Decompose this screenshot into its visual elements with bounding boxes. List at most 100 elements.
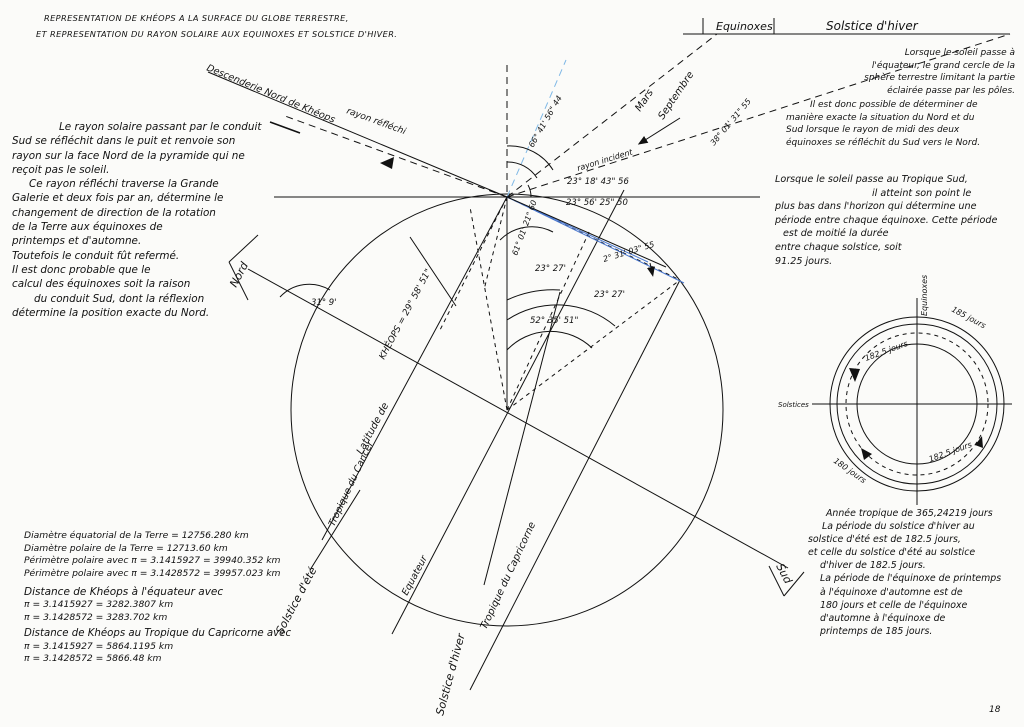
bottom-right-line: 180 jours et celle de l'équinoxe bbox=[820, 599, 968, 611]
angle-a4: 38° 01' 31" 55 bbox=[709, 97, 753, 147]
small-180-label: 180 jours bbox=[832, 456, 868, 485]
right-line: l'équateur, le grand cercle de la bbox=[871, 60, 1015, 71]
left-line: printemps et d'automne. bbox=[12, 235, 142, 248]
bottom-right-line: solstice d'été est de 182.5 jours, bbox=[808, 534, 961, 546]
tropic-capricorn-line bbox=[469, 279, 681, 691]
rayon-incident-label: rayon incident bbox=[576, 147, 634, 173]
right-explanation-3: Lorsque le soleil passe au Tropique Sud,… bbox=[775, 173, 1015, 268]
solstice-ete-line bbox=[309, 489, 361, 571]
left-line: calcul des équinoxes soit la raison bbox=[12, 278, 191, 291]
right-line: entre chaque solstice, soit bbox=[775, 241, 902, 253]
nord-box bbox=[228, 234, 259, 301]
right-explanation-2: Il est donc possible de déterminer de ma… bbox=[786, 99, 1018, 149]
sud-box bbox=[768, 565, 805, 597]
angle-a10: 31° 9' bbox=[311, 298, 337, 308]
right-line: plus bas dans l'horizon qui détermine un… bbox=[775, 201, 977, 213]
reflected-ray bbox=[284, 115, 508, 198]
angle-a2: 23° 18' 43" 56 bbox=[567, 177, 629, 187]
angle-a7: 2° 31' 03" 55 bbox=[602, 240, 655, 264]
right-line: Lorsque le soleil passe à bbox=[904, 48, 1015, 58]
angle-a6: 23° 27' bbox=[535, 264, 566, 274]
left-line: détermine la position exacte du Nord. bbox=[12, 306, 210, 319]
left-explanation: Le rayon solaire passant par le conduit … bbox=[12, 120, 267, 320]
header-line-2: ET REPRESENTATION DU RAYON SOLAIRE AUX E… bbox=[36, 29, 397, 39]
bottom-left-line: Périmètre polaire avec π = 3.1428572 = 3… bbox=[24, 567, 281, 579]
right-line: équinoxes se réfléchit du Sud vers le No… bbox=[786, 137, 981, 148]
bottom-right-line: printemps de 185 jours. bbox=[820, 625, 933, 637]
left-line: Ce rayon réfléchi traverse la Grande bbox=[29, 178, 219, 191]
bottom-right-line: et celle du solstice d'été au solstice bbox=[808, 547, 976, 559]
tropique-cancer-label: Tropique du Cancer bbox=[327, 438, 377, 528]
bottom-left-line: Périmètre polaire avec π = 3.1415927 = 3… bbox=[24, 555, 281, 567]
left-line: Le rayon solaire passant par le conduit bbox=[59, 121, 262, 133]
left-line: Sud se réfléchit dans le puit et renvoie… bbox=[12, 135, 236, 148]
left-line: de la Terre aux équinoxes de bbox=[12, 221, 163, 234]
bottom-right-line: d'automne à l'équinoxe de bbox=[820, 612, 946, 624]
small-182b-label: 182.5 jours bbox=[928, 440, 973, 464]
left-line: Galerie et deux fois par an, détermine l… bbox=[12, 192, 224, 205]
descenderie-line bbox=[207, 71, 508, 198]
bottom-right-line: d'hiver de 182.5 jours. bbox=[820, 560, 926, 572]
right-line: manière exacte la situation du Nord et d… bbox=[786, 112, 975, 123]
bottom-right-line: à l'équinoxe d'automne est de bbox=[820, 586, 963, 598]
equinox-ray bbox=[506, 33, 718, 198]
bottom-left-line: π = 3.1428572 = 5866.48 km bbox=[24, 653, 162, 665]
equateur-label: Equateur bbox=[400, 553, 431, 597]
bottom-right-line: La période de l'équinoxe de printemps bbox=[820, 573, 1002, 585]
bottom-right-line: Année tropique de 365,24219 jours bbox=[826, 508, 993, 519]
solstice-hiver-bottom-label: Solstice d'hiver bbox=[433, 631, 468, 717]
left-line: Toutefois le conduit fût refermé. bbox=[12, 249, 180, 262]
small-equinoxes-label: Equinoxes bbox=[920, 275, 929, 316]
bottom-left-figures: Diamètre équatorial de la Terre = 12756.… bbox=[24, 530, 344, 666]
winter-ray bbox=[506, 33, 1011, 198]
earth-globe bbox=[290, 193, 724, 627]
left-line: reçoit pas le soleil. bbox=[12, 163, 110, 176]
light-blue-ray bbox=[506, 59, 567, 198]
left-line: Il est donc probable que le bbox=[12, 263, 151, 276]
bottom-left-line: Distance de Khéops au Tropique du Capric… bbox=[24, 628, 292, 640]
right-explanation-1: Lorsque le soleil passe à l'équateur, le… bbox=[800, 47, 1015, 97]
solstice-hiver-line bbox=[483, 291, 561, 586]
right-line: il atteint son point le bbox=[872, 187, 972, 199]
right-line: Sud lorsque le rayon de midi des deux bbox=[786, 125, 960, 135]
right-line: éclairée passe par les pôles. bbox=[887, 85, 1015, 96]
bottom-left-line: Diamètre polaire de la Terre = 12713.60 … bbox=[24, 542, 228, 554]
polar-axis bbox=[247, 268, 789, 569]
bottom-left-line: π = 3.1415927 = 5864.1195 km bbox=[24, 640, 174, 652]
equator-line bbox=[391, 189, 625, 635]
angle-a3: 23° 56' 25" 50 bbox=[566, 198, 628, 208]
sud-label: Sud bbox=[773, 561, 795, 586]
right-line: est de moitié la durée bbox=[783, 228, 889, 240]
left-line: du conduit Sud, dont la réflexion bbox=[34, 292, 205, 305]
tropical-year-diagram bbox=[812, 298, 1012, 505]
left-line: changement de direction de la rotation bbox=[12, 206, 216, 219]
angle-a9: 52° 35' 51" bbox=[530, 316, 578, 326]
right-line: 91.25 jours. bbox=[775, 255, 833, 267]
bottom-left-line: π = 3.1415927 = 3282.3807 km bbox=[24, 598, 174, 610]
bottom-left-line: π = 3.1428572 = 3283.702 km bbox=[24, 611, 168, 623]
mars-label: Mars bbox=[633, 88, 656, 114]
angle-a8: 23° 27' bbox=[594, 290, 625, 300]
left-line: rayon sur la face Nord de la pyramide qu… bbox=[12, 149, 245, 162]
small-solstices-label: Solstices bbox=[778, 401, 809, 409]
right-line: Il est donc possible de déterminer de bbox=[810, 100, 978, 110]
right-line: période entre chaque équinoxe. Cette pér… bbox=[775, 214, 998, 226]
bottom-right-explanation: Année tropique de 365,24219 jours La pér… bbox=[808, 507, 1020, 638]
descenderie-label: Descenderie Nord de Khéops bbox=[205, 63, 337, 126]
rayon-reflechi-label: rayon réfléchi bbox=[345, 105, 408, 137]
right-line: Lorsque le soleil passe au Tropique Sud, bbox=[775, 174, 968, 185]
angle-a1: 66° 41' 56" 44 bbox=[527, 94, 564, 149]
bottom-left-line: Distance de Khéops à l'équateur avec bbox=[24, 586, 224, 599]
right-line: sphère terrestre limitant la partie bbox=[864, 73, 1015, 83]
solstice-hiver-label: Solstice d'hiver bbox=[826, 19, 919, 33]
small-182a-label: 182.5 jours bbox=[864, 339, 909, 363]
page-number: 18 bbox=[989, 705, 1001, 715]
angle-a5: 61° 01' 21" 60 bbox=[510, 199, 538, 257]
tropic-cancer-line bbox=[321, 196, 508, 541]
bottom-right-line: La période du solstice d'hiver au bbox=[822, 521, 975, 533]
septembre-label: Septembre bbox=[656, 70, 696, 122]
equinoxes-label: Equinoxes bbox=[716, 20, 773, 33]
top-label-bars bbox=[683, 18, 1010, 35]
header-line-1: REPRESENTATION DE KHÉOPS A LA SURFACE DU… bbox=[44, 12, 349, 23]
